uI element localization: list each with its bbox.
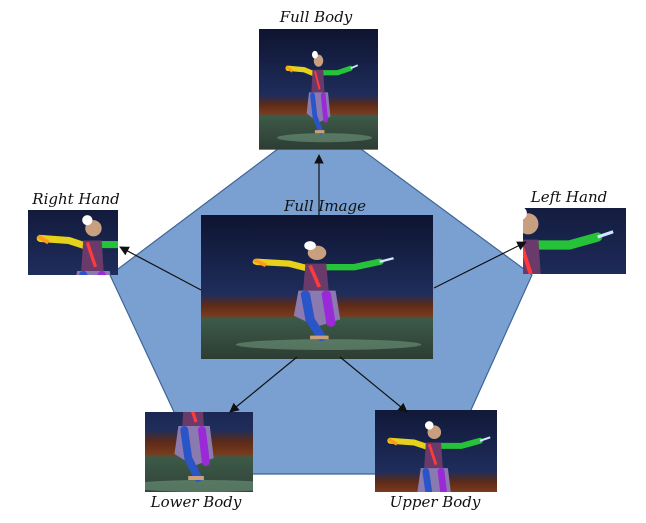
panel-label-right-hand: Right Hand (31, 190, 119, 208)
panel-full-body (259, 29, 378, 150)
center-label: Full Image (283, 197, 366, 215)
arrow-to-lower-body (229, 356, 298, 413)
arrow-to-left-hand (433, 241, 527, 289)
panel-label-lower-body: Lower Body (150, 493, 242, 511)
panel-full-image (201, 215, 433, 359)
arrow-to-right-hand (119, 246, 202, 291)
panel-label-upper-body: Upper Body (390, 493, 481, 511)
arrow-to-upper-body (339, 356, 408, 413)
panel-label-left-hand: Left Hand (530, 188, 607, 206)
panel-label-full-body: Full Body (279, 8, 353, 26)
